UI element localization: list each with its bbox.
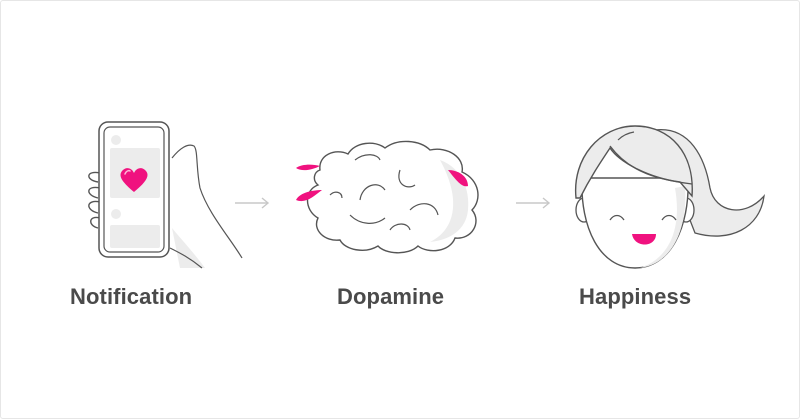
brain-icon: [296, 140, 479, 254]
step-label-dopamine: Dopamine: [337, 284, 445, 309]
step-label-happiness: Happiness: [579, 284, 692, 309]
phone-with-heart-icon: [88, 121, 243, 269]
arrow-right-icon: [516, 197, 551, 209]
arrow-right-icon: [235, 197, 270, 209]
step-label-notification: Notification: [70, 284, 193, 309]
happy-face-icon: [574, 125, 765, 269]
